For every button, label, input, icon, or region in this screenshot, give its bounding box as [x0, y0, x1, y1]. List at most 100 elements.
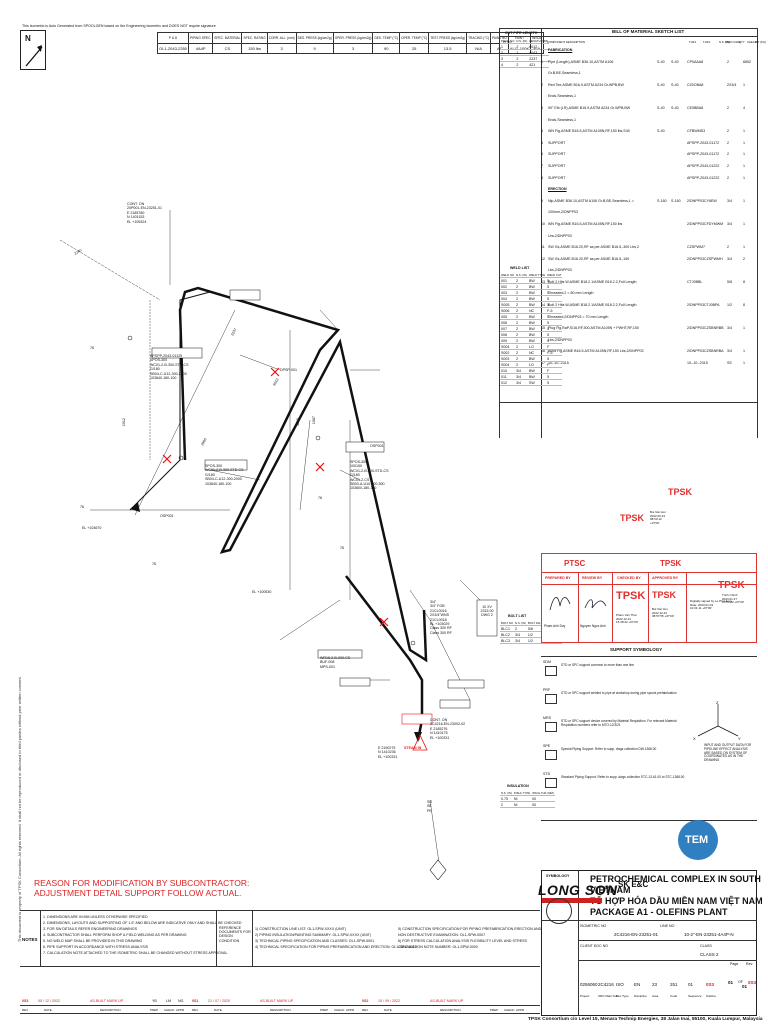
bom-row: Gr.B,BE,Seamless,1 [541, 71, 755, 83]
table-header: WELD TYPE [527, 272, 547, 278]
support-sym-code: STD [543, 772, 551, 776]
table-cell: 010 [500, 367, 516, 374]
bom-code: APSPP-2043-01172 [687, 140, 720, 145]
header-label: DES. PRESS (kg/cm2g) [295, 32, 334, 44]
table-cell: 2 [515, 61, 529, 68]
doc-code-label: Subline [706, 994, 717, 998]
bom-pt: 5 [541, 140, 543, 145]
header-value: 3 [266, 43, 297, 54]
header-value: 25 [399, 43, 430, 54]
support-sym-text: Standard Piping Support. Refer to supp. … [561, 775, 685, 779]
bom-header-cell: THK2 [703, 40, 711, 44]
rev-label: CHECK [164, 1008, 175, 1012]
table-cell: 2 [515, 325, 528, 332]
cont-on-line: E 2185276 [430, 726, 448, 731]
bom-desc: Red Tee,ASME B16.9,ASTM A234 Gr.WPB,BW [548, 82, 624, 87]
rev-code: 0S1 [192, 999, 199, 1003]
table-cell: 4 [500, 61, 516, 68]
doc-code-label: Area [652, 994, 659, 998]
spec-line: 103840-180-100 [205, 481, 232, 486]
isometric-drawing [59, 210, 498, 880]
header-value: CS [212, 43, 243, 54]
spec-line: G/180 [205, 472, 215, 477]
bom-code: APSPP-2043-01222 [687, 163, 720, 168]
table-cell: 5 [546, 283, 563, 290]
table-cell: S006 [500, 307, 516, 314]
rev-desc: AS-BUILT MARK UP [90, 999, 124, 1003]
dim-76-b: 76 [80, 505, 84, 509]
ref-box: 10 XV 2315 00 DWG 2 [480, 605, 494, 618]
bom-desc: Bolt 2 Hits W,ASME B18.2.1/ASME B18.2.2,… [548, 279, 637, 284]
support-sym-code: MRS [543, 716, 551, 720]
bom-row: Threaded,2 = 80 mm Length [541, 291, 755, 303]
svg-text:Z: Z [716, 700, 719, 705]
table-cell: 2 [515, 307, 528, 314]
table-header: N.S. (IN) [500, 790, 513, 796]
ref-line: 3) TECHNICAL PIPING SPECIFICATION AND CL… [255, 939, 375, 943]
table-cell: 5/8 [526, 625, 542, 632]
table-cell: 0.75 [500, 795, 513, 802]
table-cell: 5 [546, 289, 563, 296]
bom-ns: 2 [727, 175, 729, 180]
svg-text:X: X [693, 736, 696, 741]
table-cell: BW [527, 301, 547, 308]
rev-date: 15 / 09 / 2022 [378, 999, 400, 1003]
bom-row: FABRICATION [541, 48, 755, 60]
table-cell: 6012 [528, 43, 549, 50]
doc-code-label: Doc Type [616, 994, 629, 998]
table-cell: BLC1 [500, 625, 515, 632]
revision-number: 0S3 [748, 980, 757, 985]
bom-pt: 7 [541, 163, 543, 168]
rev-appr: NG [178, 999, 184, 1003]
spec-line: SPOS-300 [150, 358, 168, 363]
table-header: WELD NO [500, 272, 516, 278]
bom-pt: 10 [541, 221, 545, 226]
modification-reason: REASON FOR MODIFICATION BY SUBCONTRACTOR… [34, 878, 250, 898]
spec-line: APSPP-2043-01125 [150, 354, 183, 358]
rev-label: PREP [150, 1008, 159, 1012]
bom-qty: 1 [743, 129, 745, 134]
bom-desc: SUPPORT [548, 152, 566, 157]
support-sym-box [545, 778, 557, 788]
header-value: OL1-2043-2350 [156, 43, 190, 54]
header-label: TRACING (°C) [466, 32, 492, 44]
cont-on-line: N 1410175 [430, 731, 448, 736]
table-cell: BW [527, 373, 547, 380]
dim-76-a: 76 [90, 346, 94, 350]
bom-ns: 2X3/4 [727, 82, 737, 87]
rev-label: DATE [384, 1008, 392, 1012]
bolt-list-title: BOLT LIST [508, 614, 527, 618]
rev-label: PREP [320, 1008, 329, 1012]
bom-row: Threaded,2/DNPP03 = 70 mm Length [541, 315, 755, 327]
bom-code: APSPP-2043-01222 [687, 175, 720, 180]
cont-on-line: CONT. ON [430, 718, 448, 722]
bom-desc: ERECTION [548, 187, 567, 192]
valve-box-line: SE [427, 804, 432, 809]
note-line: 6. PIPE SUPPORT IN ACCORDANCE WITH STRES… [43, 945, 149, 949]
table-cell: 5 [546, 277, 563, 284]
bom-desc: Ends,Seamless,1 [548, 94, 576, 99]
bom-qty: 1 [743, 152, 745, 157]
support-tag-3: OSP001 [160, 514, 174, 518]
elevation-mid: EL +100530 [252, 590, 272, 594]
signature-1 [549, 597, 571, 611]
rev-label: DATE [44, 1008, 52, 1012]
support-sym-code: SPE [543, 744, 551, 748]
header-value: 13.5 [428, 43, 468, 54]
doc-code-value: 23 [652, 982, 658, 987]
support-sym-box [545, 694, 557, 704]
support-tag-1: DPSP-001 [280, 368, 297, 372]
